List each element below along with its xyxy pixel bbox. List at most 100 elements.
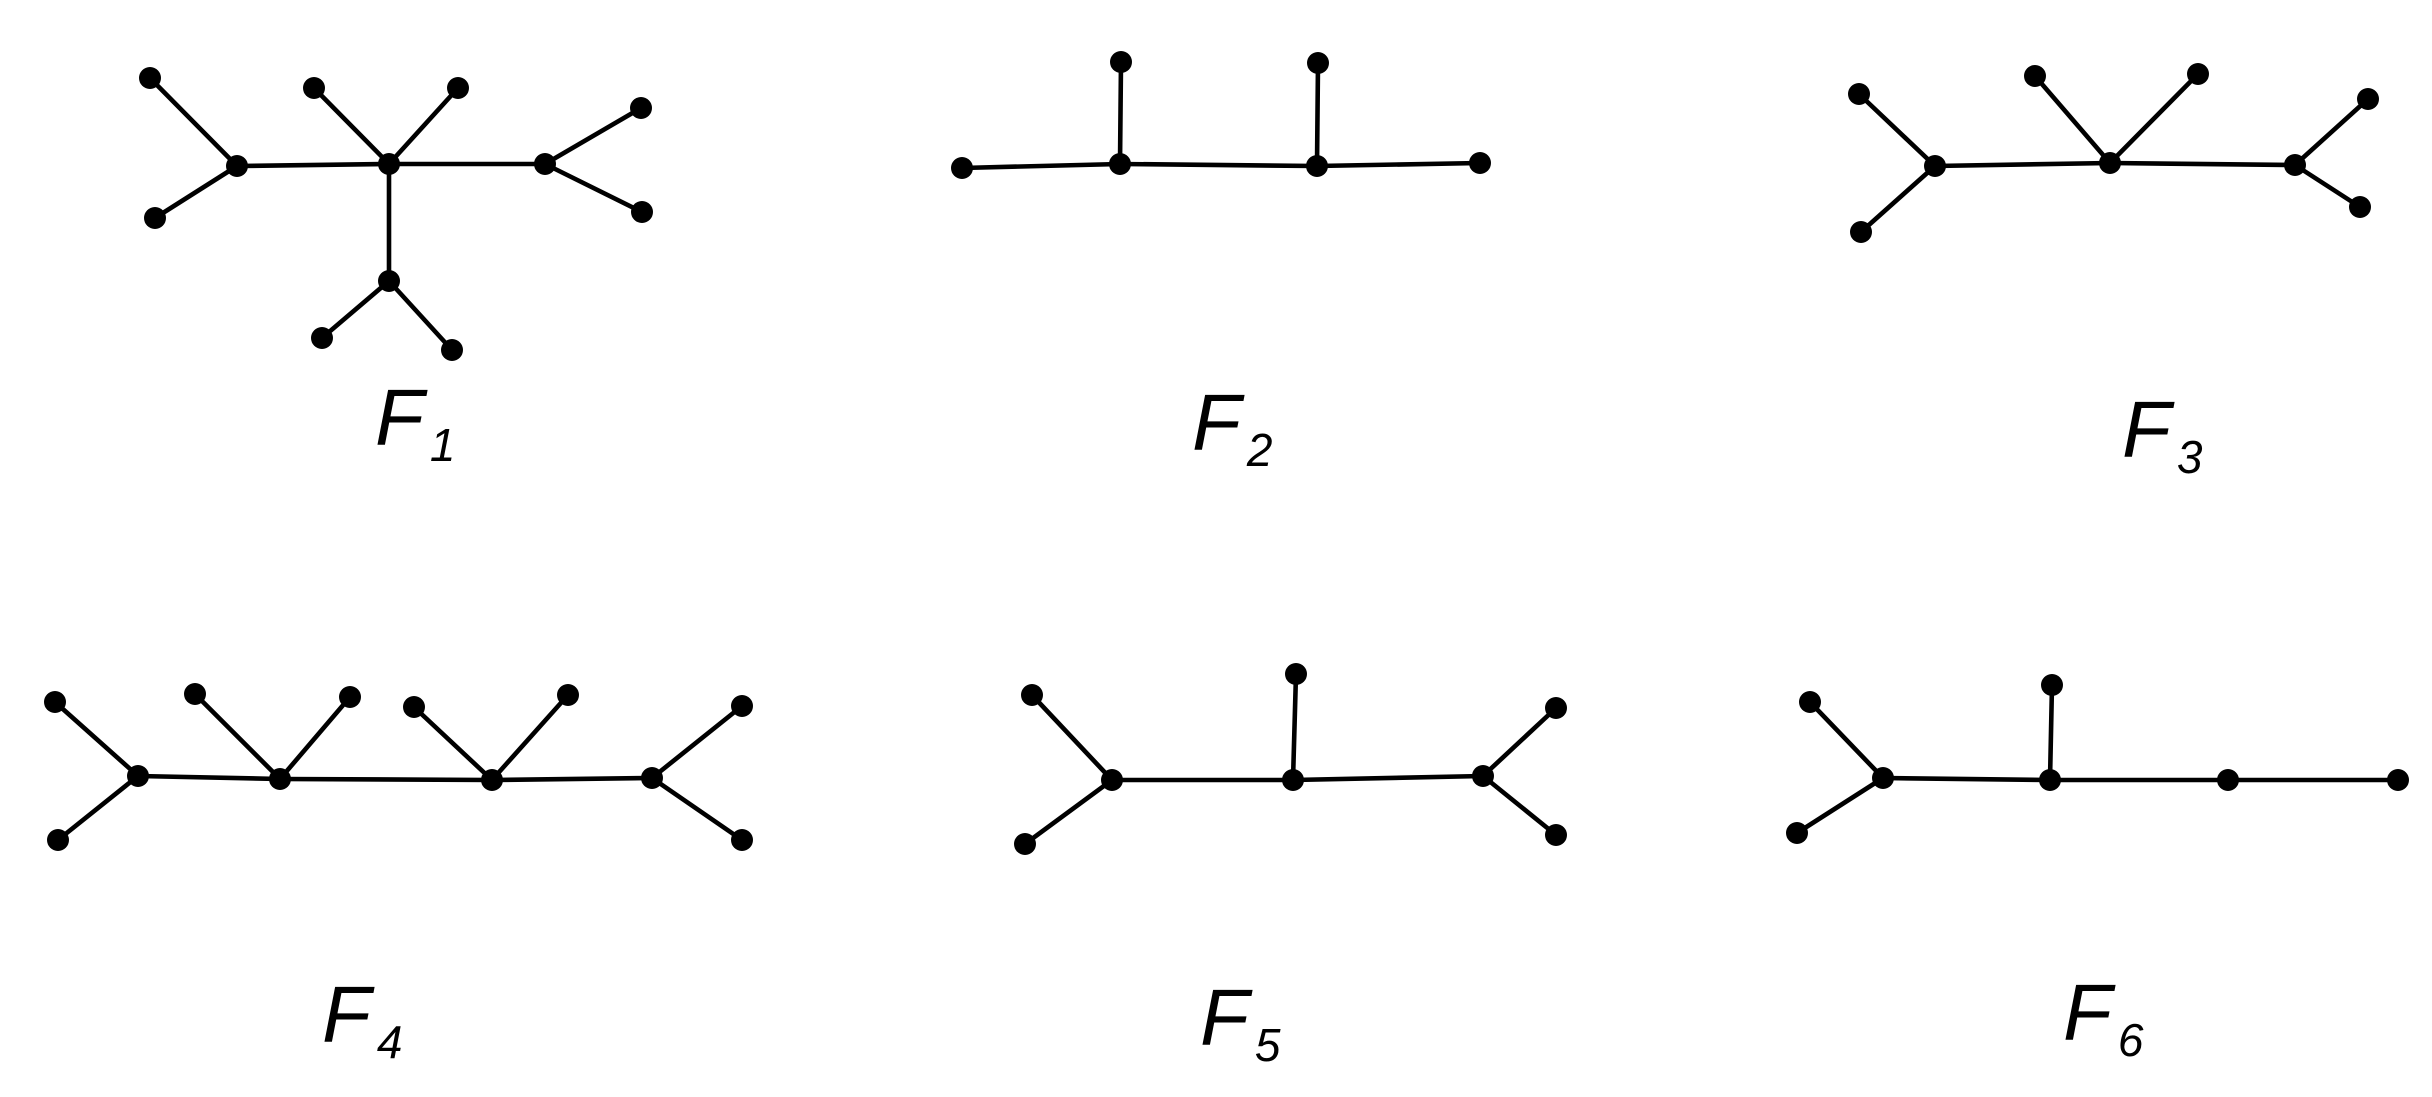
edge [319,278,392,341]
vertex [2039,769,2061,791]
edge [411,704,495,783]
edge [2047,682,2055,783]
vertex [1545,697,1567,719]
edge [1314,160,1483,169]
vertex [2024,65,2046,87]
vertex [1545,824,1567,846]
vertex [1799,691,1821,713]
edge [1117,161,1320,169]
label-subscript: 3 [2177,431,2203,483]
vertex [641,767,663,789]
edge [2107,160,2298,168]
edge [386,278,455,353]
edge [1029,692,1115,783]
vertex [1848,83,1870,105]
vertex [441,339,463,361]
graph-f6-edges [1794,682,2401,836]
vertex [557,684,579,706]
vertex [303,77,325,99]
vertex [378,270,400,292]
vertex [630,97,652,119]
edge [152,163,240,221]
edge [2292,96,2371,168]
edge [1932,160,2113,169]
edge [52,699,141,779]
graph-f5-nodes [1014,663,1567,855]
edge [1022,777,1115,847]
vertex [1469,152,1491,174]
vertex [951,157,973,179]
vertex [1850,221,1872,243]
edge [1880,775,2053,783]
vertex [144,207,166,229]
vertex [269,768,291,790]
vertex [378,153,400,175]
vertex [631,201,653,223]
label-subscript: 1 [430,419,456,471]
vertex [311,327,333,349]
vertex [139,67,161,89]
label-main: F [2122,385,2175,474]
vertex [127,765,149,787]
edge [649,775,745,843]
label-main: F [1200,973,1253,1062]
vertex [447,77,469,99]
edge [2107,71,2201,166]
label-subscript: 2 [1246,424,1273,476]
vertex [47,829,69,851]
vertex [403,696,425,718]
edge [2292,162,2363,210]
vertex [1282,769,1304,791]
edge [1480,773,1559,838]
edge [386,85,461,167]
edge [1858,163,1938,235]
edge [147,75,240,169]
vertex [1786,822,1808,844]
edge [135,773,283,782]
graph-f4-nodes [44,683,753,851]
edge [277,694,353,782]
edge [1856,91,1938,169]
edge [1314,60,1321,169]
edge [489,692,571,783]
vertex [481,769,503,791]
vertex [2217,769,2239,791]
vertex [2099,152,2121,174]
vertex [339,686,361,708]
vertex [731,829,753,851]
edge [2032,73,2113,166]
vertex [184,683,206,705]
vertex [2349,196,2371,218]
vertex [1472,765,1494,787]
vertex [226,155,248,177]
edge [649,703,745,781]
graph-f2-nodes [951,51,1491,179]
graph-f3-nodes [1848,63,2379,243]
edge [1290,773,1486,783]
vertex [1110,51,1132,73]
vertex [44,691,66,713]
label-main: F [375,373,428,462]
edge [1480,705,1559,779]
edge [277,776,495,783]
label-subscript: 6 [2118,1014,2144,1066]
label-main: F [2063,968,2116,1057]
edge [489,775,655,783]
vertex [1306,155,1328,177]
graph-f2-edges [959,59,1483,171]
graph-f3-edges [1856,71,2371,235]
vertex [1285,663,1307,685]
vertex [1307,52,1329,74]
edge [1807,699,1886,781]
